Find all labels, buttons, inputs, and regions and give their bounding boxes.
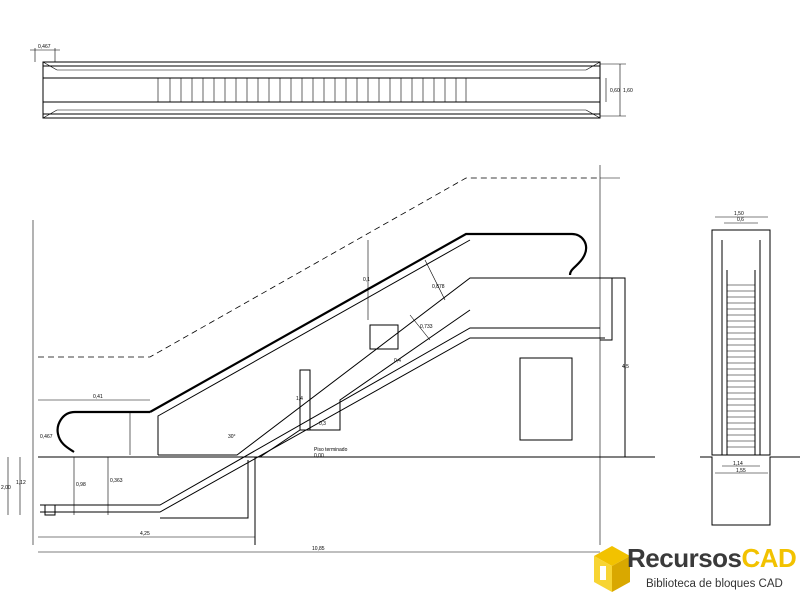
recursoscad-logo-icon: [594, 546, 630, 592]
elev-dim-rise-small: 1,4: [296, 396, 303, 402]
logo-brand: RecursosCAD: [627, 543, 797, 573]
elev-dim-left-4: 0,363: [110, 478, 123, 484]
elev-dim-step: 0,4: [394, 358, 401, 364]
elev-dim-top-landing: 0,1: [363, 277, 370, 283]
elev-dim-lower-radius: 0,467: [40, 434, 53, 440]
elev-dim-angle: 30°: [228, 434, 236, 440]
logo-tagline: Biblioteca de bloques CAD: [646, 578, 783, 590]
section-view: 1,50 0,6 1,14 1,55: [700, 211, 800, 526]
floor-label-line-2: 0,00: [314, 453, 324, 459]
plan-dim-width-top: 0,467: [38, 44, 51, 50]
section-dim-top-inner: 0,6: [737, 217, 744, 223]
elev-dim-bottom-1: 4,25: [140, 531, 150, 537]
plan-view: 0,467 0,60 1,60: [30, 44, 633, 119]
section-dim-bottom-inner: 1,14: [733, 461, 743, 467]
floor-label-line-1: Piso terminado: [314, 447, 348, 453]
elev-dim-right-height: 4,5: [622, 364, 629, 370]
logo-brand-part-1: Recursos: [627, 543, 742, 573]
section-dim-top-outer: 1,50: [734, 211, 744, 217]
recursoscad-logo: RecursosCAD Biblioteca de bloques CAD: [588, 540, 800, 600]
plan-dim-right-outer: 1,60: [623, 88, 633, 94]
elev-dim-handrail-2: 0,733: [420, 324, 433, 330]
elevation-view: 0,1 0,878 0,733 0,4 0,41 0,467 30° 1,4 0…: [1, 165, 655, 553]
elev-dim-left-1: 2,00: [1, 485, 11, 491]
elev-dim-handrail-1: 0,878: [432, 284, 445, 290]
logo-brand-part-2: CAD: [741, 543, 797, 573]
section-dim-bottom-outer: 1,55: [736, 468, 746, 474]
elev-dim-small: 0,3: [319, 421, 326, 427]
elev-dim-bottom-total: 10,85: [312, 546, 325, 552]
elev-dim-left-2: 1,12: [16, 480, 26, 486]
elev-dim-left-3: 0,98: [76, 482, 86, 488]
elev-dim-lower-landing: 0,41: [93, 394, 103, 400]
plan-dim-right-inner: 0,60: [610, 88, 620, 94]
